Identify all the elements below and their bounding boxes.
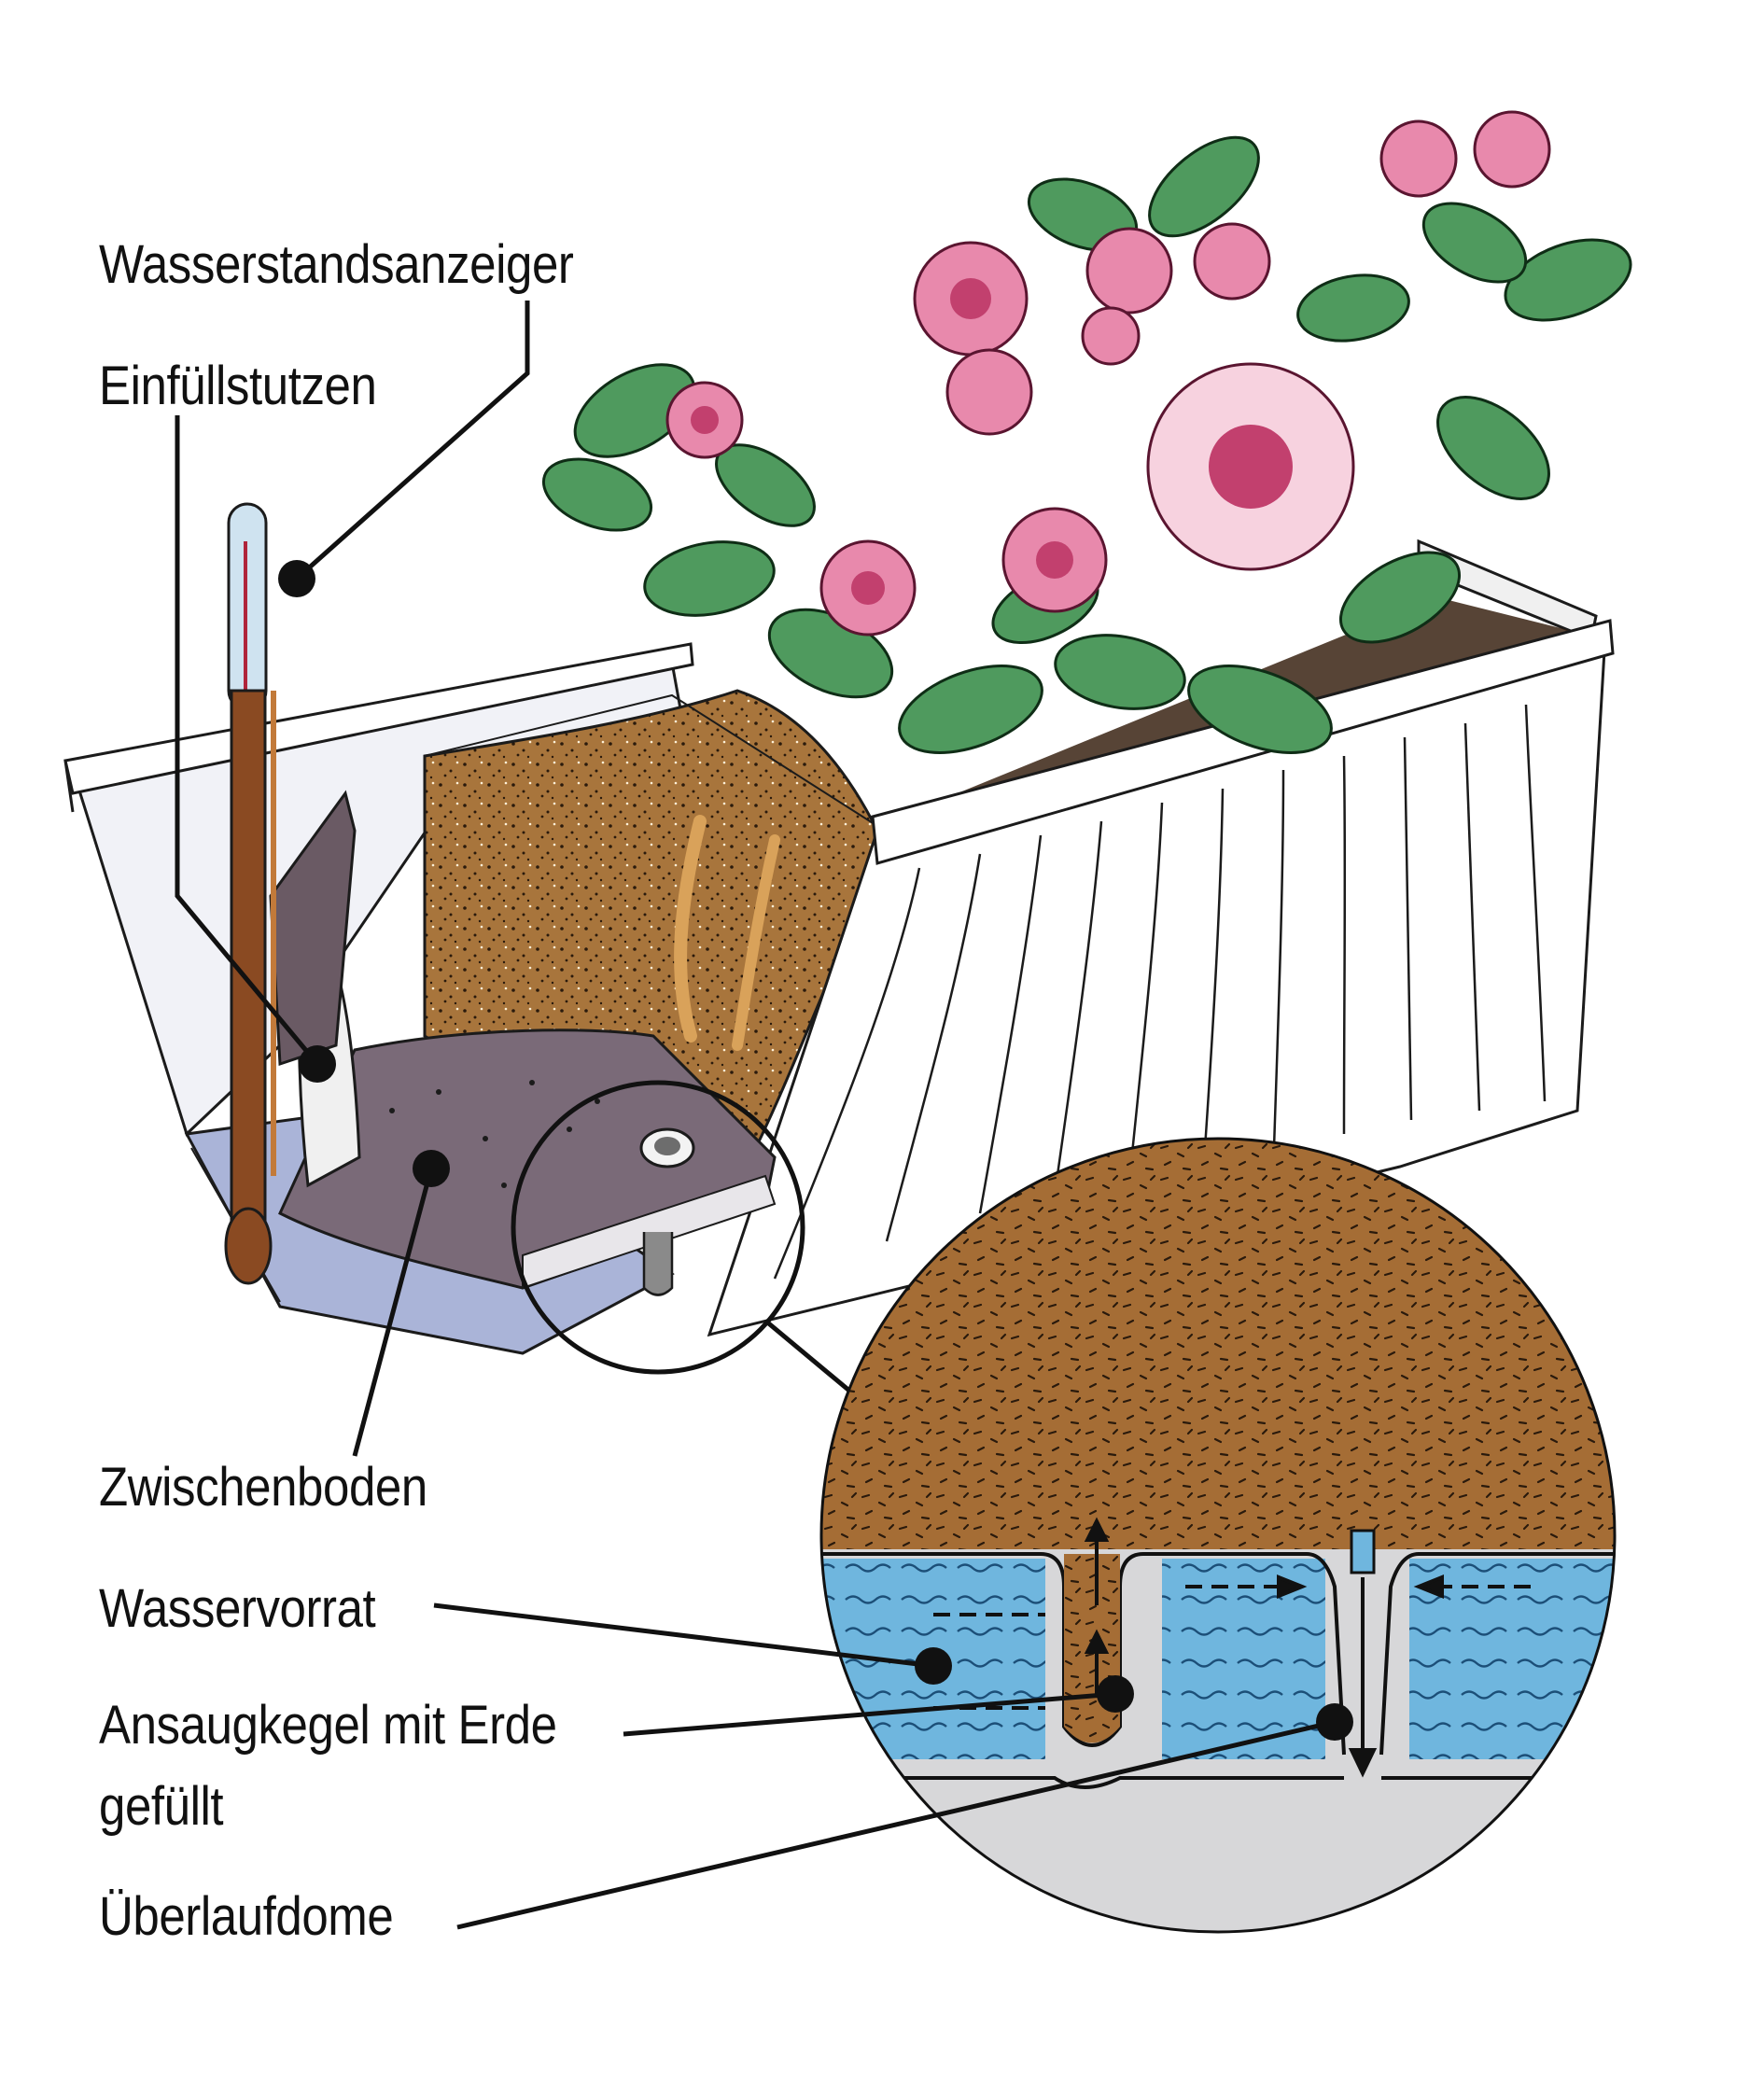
leader-lines (175, 301, 1336, 1930)
label-einfuellstutzen: Einfüllstutzen (99, 356, 377, 416)
flow-arrow-icon (933, 1517, 1531, 1778)
label-wasservorrat: Wasservorrat (99, 1578, 376, 1639)
azalea-plant-icon (541, 110, 1632, 754)
detail-highlight-circle (511, 1080, 805, 1375)
label-wasserstandsanzeiger: Wasserstandsanzeiger (99, 234, 574, 295)
label-ueberlaufdome: Überlaufdome (99, 1886, 394, 1947)
label-zwischenboden: Zwischenboden (99, 1457, 427, 1518)
magnifier-circle-icon (821, 1139, 1615, 1932)
label-ansaugkegel: Ansaugkegel mit Erde gefüllt (99, 1695, 557, 1837)
leader-dots (278, 560, 1353, 1741)
flower-box-icon (63, 539, 1615, 1355)
